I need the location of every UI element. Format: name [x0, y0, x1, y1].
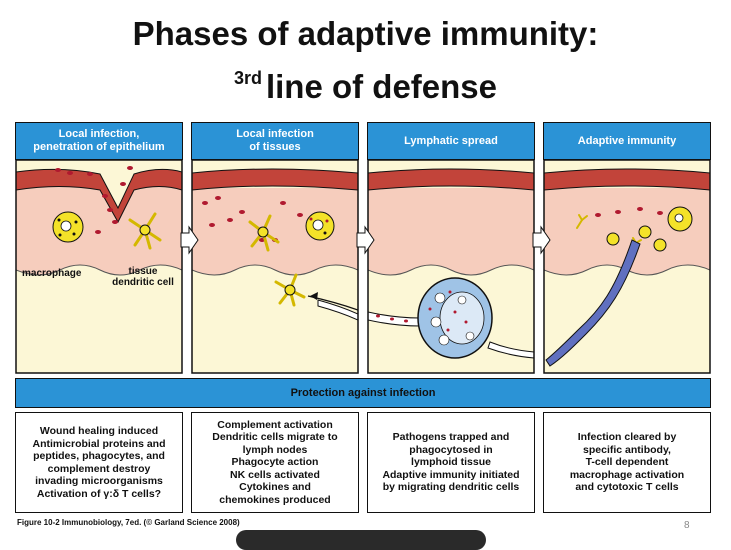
description-panel-4: Infection cleared by specific antibody, …	[543, 412, 711, 513]
pathogens	[55, 166, 133, 234]
protection-banner: Protection against infection	[15, 378, 711, 408]
slide-title-line-1: Phases of adaptive immunity:	[132, 15, 599, 52]
macrophage-cell	[52, 211, 84, 243]
desc-line: and cytotoxic T cells	[575, 481, 679, 494]
panel-4-scene	[544, 160, 710, 373]
desc-line: by migrating dendritic cells	[382, 481, 520, 494]
desc-line: peptides, phagocytes, and	[33, 450, 165, 462]
t-cells	[606, 225, 667, 252]
arrow-panel-2-3	[356, 225, 375, 255]
slide-number: 8	[684, 520, 690, 531]
lymph-node	[417, 277, 493, 359]
desc-line: lymph nodes	[242, 443, 308, 456]
desc-line: Complement activation	[217, 418, 333, 431]
panel-2-heading-line-2: of tissues	[249, 141, 301, 153]
title-superscript: 3rd	[233, 68, 262, 88]
desc-line: chemokines produced	[219, 493, 331, 506]
desc-line: Cytokines and	[239, 481, 311, 494]
desc-line: macrophage activation	[569, 468, 685, 481]
description-panel-2: Complement activation Dendritic cells mi…	[191, 412, 359, 513]
title-rest: line of defense	[265, 68, 498, 105]
desc-line: specific antibody,	[583, 443, 671, 456]
migrating-dendritic-cell	[274, 273, 306, 307]
description-panel-3: Pathogens trapped and phagocytosed in ly…	[367, 412, 535, 513]
desc-line: Wound healing induced	[39, 425, 159, 437]
presentation-toolbar[interactable]	[236, 530, 486, 550]
macrophage-cell	[305, 211, 335, 241]
arrow-panel-3-4	[532, 225, 551, 255]
panel-1-heading-line-1: Local infection,	[58, 128, 140, 140]
desc-line: invading microorganisms	[35, 475, 163, 487]
panel-1-heading-line-2: penetration of epithelium	[33, 141, 165, 153]
desc-line: T-cell dependent	[585, 456, 669, 469]
description-panel-1: Wound healing induced Antimicrobial prot…	[15, 412, 183, 513]
dendritic-label-line-1: tissue	[128, 266, 158, 277]
desc-line: Activation of γ:δ T cells?	[36, 487, 162, 500]
panel-2-scene	[192, 160, 358, 373]
desc-line: Infection cleared by	[577, 431, 677, 444]
desc-line: lymphoid tissue	[411, 456, 491, 469]
desc-line: phagocytosed in	[409, 443, 493, 456]
panel-2-heading-line-1: Local infection	[236, 128, 314, 140]
dendritic-cell-activated	[248, 214, 280, 252]
panel-3-heading-line-1: Lymphatic spread	[404, 134, 498, 147]
macrophage-cell	[667, 206, 693, 232]
pathogens	[202, 196, 303, 242]
panel-3-heading: Lymphatic spread	[367, 122, 535, 160]
desc-line: Pathogens trapped and	[392, 431, 510, 444]
arrow-panel-1-2	[180, 225, 199, 255]
desc-line: Dendritic cells migrate to	[212, 431, 338, 444]
desc-line: NK cells activated	[230, 468, 320, 481]
dendritic-label-line-2: dendritic cell	[112, 277, 174, 288]
desc-line: Phagocyte action	[231, 456, 319, 469]
macrophage-label: macrophage	[22, 268, 82, 279]
desc-line: Adaptive immunity initiated	[382, 468, 520, 481]
dendritic-cell	[128, 212, 162, 250]
panel-1-heading: Local infection,penetration of epitheliu…	[15, 122, 183, 160]
panel-4-heading-line-1: Adaptive immunity	[577, 134, 677, 147]
desc-line: complement destroy	[47, 462, 151, 475]
panel-4-heading: Adaptive immunity	[543, 122, 711, 160]
immunity-figure	[15, 159, 711, 374]
figure-caption: Figure 10-2 Immunobiology, 7ed. (© Garla…	[17, 518, 240, 527]
panel-1-scene	[16, 160, 182, 373]
desc-line: Antimicrobial proteins and	[32, 437, 166, 450]
panel-3-scene	[368, 160, 534, 373]
